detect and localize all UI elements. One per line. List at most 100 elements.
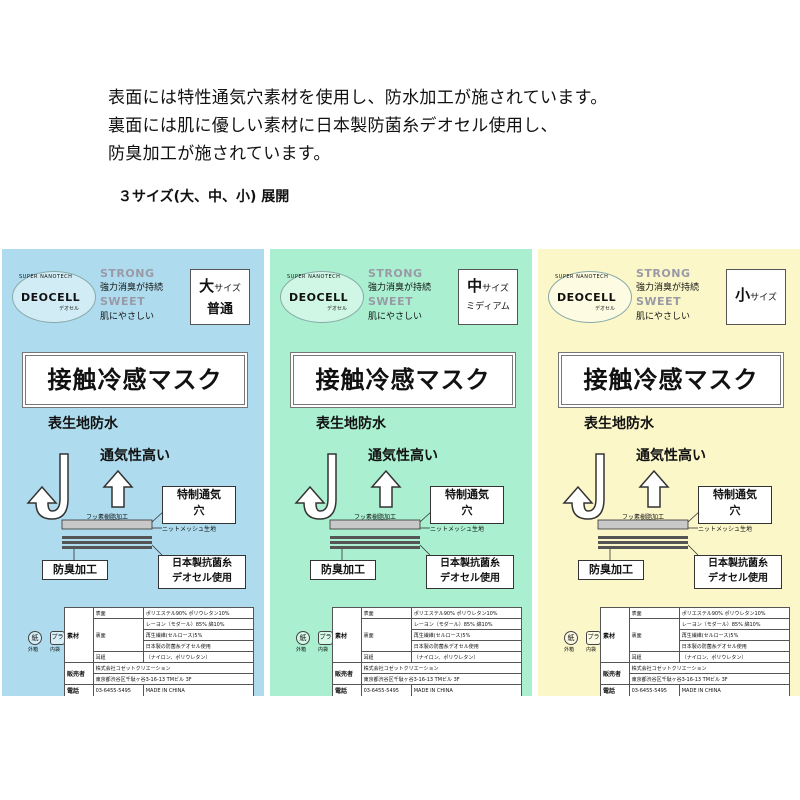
ear-header: 耳紐 [360,651,412,663]
seller-header: 販売者 [600,662,630,685]
top-fabric-layer [61,519,153,530]
back-value-2: 再生繊維(セルロース)5% [678,629,791,641]
intro-text: 表面には特性通気穴素材を使用し、防水加工が施されています。 裏面には肌に優しい素… [108,84,788,168]
ear-value: （ナイロン、ポリウレタン） [142,651,255,663]
front-header: 表面 [628,607,680,619]
front-value: ポリエステル90% ポリウレタン10% [410,607,523,619]
size-word: サイズ [750,293,777,303]
logo-kana: デオセル [595,306,616,312]
tel-header: 電話 [600,684,630,696]
deodorant-label: 防臭加工 [42,560,108,580]
size-badge: 中サイズ ミディアム [458,269,518,325]
strong-label: STRONG [636,267,691,280]
back-value-3: 日本製の防菌糸デオセル使用 [678,640,791,652]
seller-header: 販売者 [332,662,362,685]
breathable-label: 通気性高い [100,448,170,464]
made-in: MADE IN CHINA [142,684,255,696]
plastic-recycle-icon: プラ [50,631,65,645]
plastic-mark-caption: 内袋 [318,647,329,653]
up-arrow-icon [370,469,402,508]
product-title: 接触冷感マスク [558,352,784,408]
sizes-heading: ３サイズ(大、中、小) 展開 [118,189,290,205]
j-arrow-icon [26,453,69,520]
sweet-subtext: 肌にやさしい [636,312,691,322]
fluoro-label: フッ素樹脂加工 [354,514,397,521]
size-badge: 大サイズ 普通 [190,269,250,325]
ear-value: （ナイロン、ポリウレタン） [410,651,523,663]
product-label-table: 素材 表面 ポリエステル90% ポリウレタン10% 裏面 レーヨン（モダール）8… [64,607,255,696]
sweet-subtext: 肌にやさしい [368,312,423,322]
breathable-label: 通気性高い [368,448,438,464]
waterproof-label: 表生地防水 [584,416,654,432]
logo-tech-text: SUPER NANOTECH [287,274,341,280]
j-arrow-icon [294,453,337,520]
material-header: 素材 [64,607,94,663]
tel-value: 03-6455-5495 [628,684,680,696]
paper-recycle-icon: 紙 [564,631,578,645]
callout-line-nihon [687,544,699,556]
callout-line-nihon [419,544,431,556]
fluoro-label: フッ素樹脂加工 [622,514,665,521]
logo-tech-text: SUPER NANOTECH [555,274,609,280]
knit-label: ニットメッシュ生地 [430,526,485,533]
layer-diagram [26,453,165,560]
back-header: 裏面 [92,618,144,652]
inner-layer [62,541,152,544]
front-header: 表面 [360,607,412,619]
knit-label: ニットメッシュ生地 [698,526,753,533]
logo-kana: デオセル [327,306,348,312]
size-letter: 大 [199,277,215,295]
bottom-layer [330,546,420,549]
made-in: MADE IN CHINA [410,684,523,696]
intro-line-1: 表面には特性通気穴素材を使用し、防水加工が施されています。 [108,88,608,108]
strong-label: STRONG [100,267,155,280]
tel-header: 電話 [64,684,94,696]
logo-tech-text: SUPER NANOTECH [19,274,73,280]
material-header: 素材 [332,607,362,663]
seller-name: 株式会社コゼットクリエーション [360,662,523,674]
callout-line-nihon [151,544,163,556]
mesh-layer [330,536,420,539]
made-in: MADE IN CHINA [678,684,791,696]
front-header: 表面 [92,607,144,619]
inner-layer [598,541,688,544]
ear-header: 耳紐 [628,651,680,663]
seller-address: 東京都渋谷区千駄ヶ谷3-16-13 TMビル 3F [92,673,255,685]
deocell-logo: SUPER NANOTECH DEOCELL デオセル [12,271,96,323]
layer-diagram [294,453,433,560]
bottom-layer [598,546,688,549]
size-word: サイズ [482,284,509,294]
front-value: ポリエステル90% ポリウレタン10% [142,607,255,619]
special-vent-label: 特制通気 穴 [698,486,772,524]
inner-layer [330,541,420,544]
deodorant-label: 防臭加工 [310,560,376,580]
up-arrow-icon [638,469,670,508]
strong-label: STRONG [368,267,423,280]
up-arrow-icon [102,469,134,508]
special-vent-label: 特制通気 穴 [430,486,504,524]
back-value-3: 日本製の防菌糸デオセル使用 [410,640,523,652]
seller-address: 東京都渋谷区千駄ヶ谷3-16-13 TMビル 3F [360,673,523,685]
product-card-1: SUPER NANOTECH DEOCELL デオセル STRONG 強力消臭が… [2,249,264,696]
bottom-layer [62,546,152,549]
sweet-label: SWEET [636,295,682,308]
back-header: 裏面 [628,618,680,652]
ear-header: 耳紐 [92,651,144,663]
size-description: ミディアム [466,302,510,312]
layer-diagram [562,453,701,560]
seller-header: 販売者 [64,662,94,685]
paper-recycle-icon: 紙 [296,631,310,645]
back-value-1: レーヨン（モダール）85% 綿10% [142,618,255,630]
seller-address: 東京都渋谷区千駄ヶ谷3-16-13 TMビル 3F [628,673,791,685]
paper-mark-caption: 外箱 [564,647,575,653]
fluoro-label: フッ素樹脂加工 [86,514,129,521]
logo-name: DEOCELL [21,291,81,304]
sweet-label: SWEET [100,295,146,308]
paper-recycle-icon: 紙 [28,631,42,645]
plastic-recycle-icon: プラ [318,631,333,645]
size-description: 普通 [206,302,233,317]
size-badge: 小サイズ [726,269,786,325]
intro-line-2: 裏面には肌に優しい素材に日本製防菌糸デオセル使用し、 [108,116,558,136]
top-fabric-layer [597,519,689,530]
paper-mark-caption: 外箱 [28,647,39,653]
